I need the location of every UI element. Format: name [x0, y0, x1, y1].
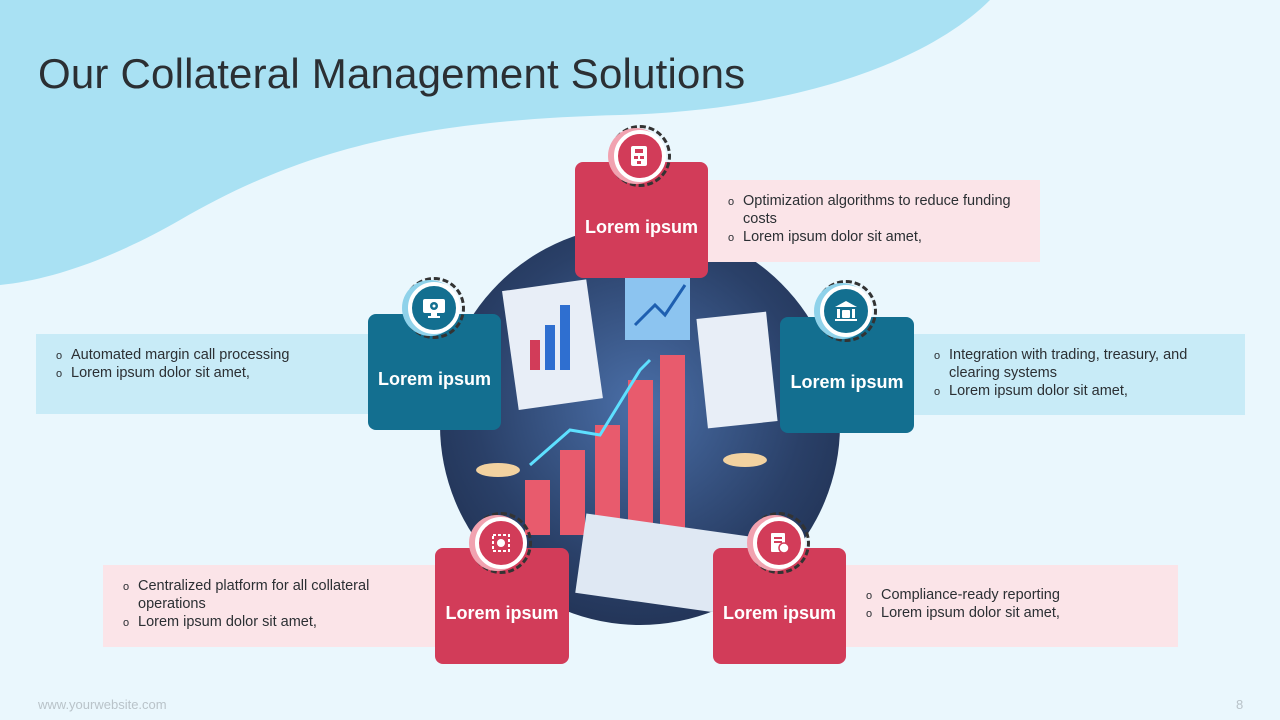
bullet: Lorem ipsum dolor sit amet, [123, 613, 415, 632]
description-box-bottom-left: Centralized platform for all collateral … [103, 565, 435, 647]
page-title: Our Collateral Management Solutions [38, 50, 746, 97]
bullet: Lorem ipsum dolor sit amet, [934, 382, 1225, 401]
card-label: Lorem ipsum [445, 602, 559, 623]
bullet: Integration with trading, treasury, and … [934, 346, 1225, 382]
card-label: Lorem ipsum [584, 216, 699, 237]
bullet: Automated margin call processing [56, 346, 348, 365]
bullet: Centralized platform for all collateral … [123, 577, 415, 613]
page-number: 8 [1236, 697, 1244, 712]
bullet: Lorem ipsum dolor sit amet, [866, 604, 1158, 623]
description-box-top: Optimization algorithms to reduce fundin… [708, 180, 1040, 262]
monitor-gear-icon [403, 277, 465, 339]
workflow-document-icon [609, 125, 671, 187]
bullet: Compliance-ready reporting [866, 586, 1158, 605]
description-box-right: Integration with trading, treasury, and … [914, 334, 1245, 415]
card-label: Lorem ipsum [377, 368, 492, 389]
network-hub-icon [470, 512, 532, 574]
compliance-report-icon [748, 512, 810, 574]
finance-illustration [440, 225, 840, 625]
bullet: Lorem ipsum dolor sit amet, [728, 228, 1020, 247]
footer-website: www.yourwebsite.com [38, 697, 167, 712]
card-label: Lorem ipsum [790, 371, 904, 392]
bullet: Lorem ipsum dolor sit amet, [56, 364, 348, 383]
card-label: Lorem ipsum [722, 602, 837, 623]
solution-card-top: Lorem ipsum [575, 162, 708, 278]
description-box-left: Automated margin call processingLorem ip… [36, 334, 368, 414]
bullet: Optimization algorithms to reduce fundin… [728, 192, 1020, 228]
solution-card-bottom-left: Lorem ipsum [435, 548, 569, 664]
description-box-bottom-right: Compliance-ready reportingLorem ipsum do… [846, 565, 1178, 647]
bank-secure-icon [815, 280, 877, 342]
